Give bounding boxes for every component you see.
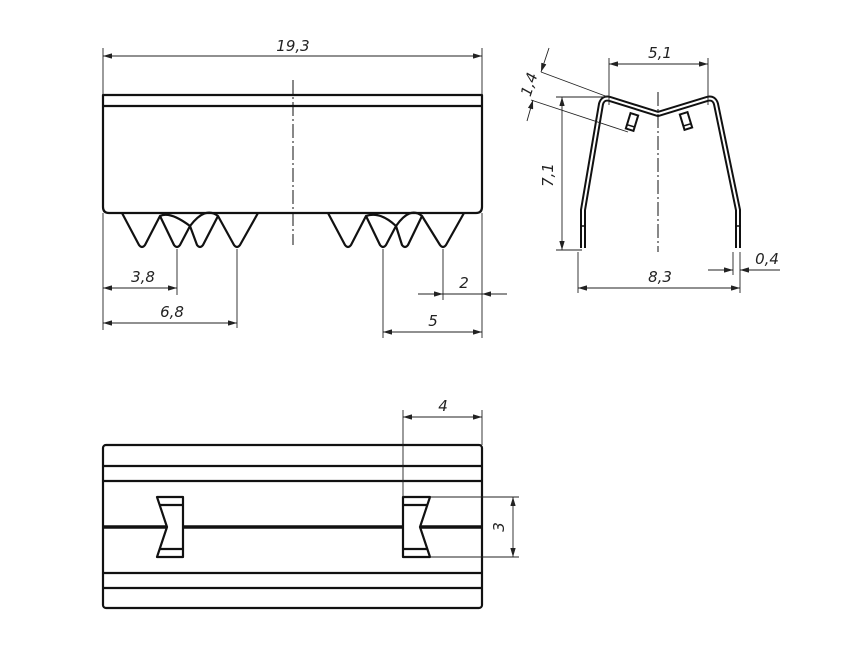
dim-clip-height: 3 <box>490 522 508 532</box>
teeth-left <box>121 211 259 249</box>
dim-height: 7,1 <box>539 163 557 187</box>
dim-tooth-offset-1: 3,8 <box>131 268 155 286</box>
dim-top-width: 5,1 <box>648 44 672 62</box>
dim-tooth-offset-2: 6,8 <box>160 303 184 321</box>
bottom-clip-left <box>155 495 185 559</box>
teeth-right <box>327 211 465 249</box>
profile-outer <box>580 95 741 248</box>
side-view: 5,1 7,1 1,4 8,3 0,4 <box>517 44 780 293</box>
dim-thickness-slant: 1,4 <box>517 70 541 98</box>
clip-tab-left <box>624 111 640 133</box>
dim-material-thickness: 0,4 <box>755 250 779 268</box>
dim-overall-length: 19,3 <box>276 37 309 55</box>
bottom-clip-right <box>401 495 432 559</box>
bottom-view: 4 3 <box>101 397 519 610</box>
dim-tooth-offset-right-1: 5 <box>428 312 438 330</box>
clip-tab-right <box>678 110 694 132</box>
front-body-outline <box>101 93 484 215</box>
dim-base-width: 8,3 <box>648 268 672 286</box>
dim-tooth-offset-right-2: 2 <box>459 274 469 292</box>
front-view: 19,3 3,8 6,8 2 5 <box>101 37 507 338</box>
dim-clip-offset: 4 <box>438 397 448 415</box>
